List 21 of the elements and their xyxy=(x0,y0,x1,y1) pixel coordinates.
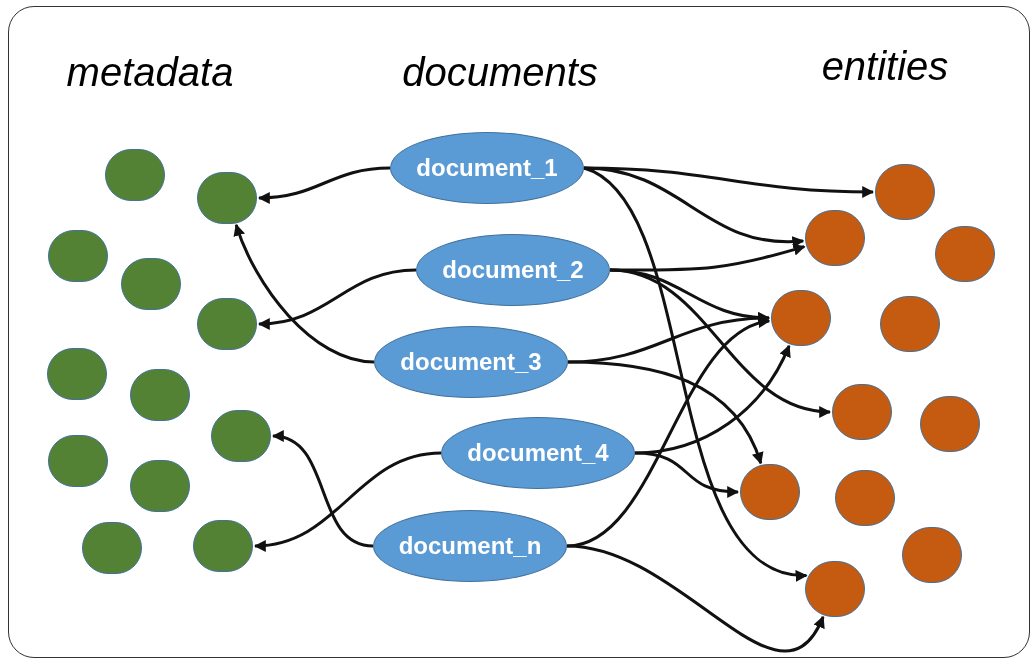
arrow xyxy=(566,544,825,653)
arrow xyxy=(583,166,808,580)
document-ellipse: document_3 xyxy=(374,326,568,398)
document-ellipse: document_n xyxy=(373,510,567,582)
arrow xyxy=(257,166,391,204)
document-ellipse: document_1 xyxy=(390,132,584,204)
arrow xyxy=(257,268,417,330)
column-heading: metadata xyxy=(66,52,234,92)
document-ellipse: document_4 xyxy=(441,417,635,489)
arrow xyxy=(234,223,375,364)
arrow xyxy=(253,451,442,551)
arrow xyxy=(634,451,740,498)
arrow xyxy=(567,360,763,465)
arrow xyxy=(271,431,374,548)
arrow xyxy=(566,318,771,548)
arrow xyxy=(609,268,832,417)
arrow xyxy=(634,344,791,455)
column-heading: documents xyxy=(402,52,598,92)
column-heading: entities xyxy=(821,46,949,86)
document-ellipse: document_2 xyxy=(416,234,610,306)
arrow xyxy=(567,312,771,364)
